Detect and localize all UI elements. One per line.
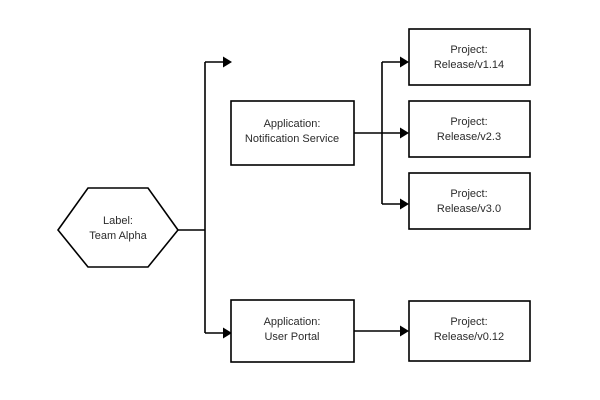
rect-shape[interactable] xyxy=(408,28,531,86)
node-team-alpha-line2: Team Alpha xyxy=(89,230,147,242)
node-project-release-v3-0[interactable]: Project: Release/v3.0 xyxy=(408,172,531,230)
rect-shape[interactable] xyxy=(408,100,531,158)
node-project-release-v1-14[interactable]: Project: Release/v1.14 xyxy=(408,28,531,86)
node-app-notification-service-line1: Application: xyxy=(264,118,321,130)
arrowhead-team-to-user-portal xyxy=(223,327,232,339)
node-project-release-v1-14-line1: Project: xyxy=(450,44,487,56)
node-project-release-v3-0-line1: Project: xyxy=(450,188,487,200)
node-project-release-v1-14-line2: Release/v1.14 xyxy=(434,59,504,71)
node-app-user-portal-line1: Application: xyxy=(264,316,321,328)
node-app-user-portal[interactable]: Application: User Portal xyxy=(230,299,355,363)
node-project-release-v2-3-line1: Project: xyxy=(450,116,487,128)
node-project-release-v0-12-line2: Release/v0.12 xyxy=(434,331,504,343)
node-project-release-v2-3[interactable]: Project: Release/v2.3 xyxy=(408,100,531,158)
node-app-user-portal-line2: User Portal xyxy=(264,331,319,343)
arrowhead-team-to-notification xyxy=(223,56,232,68)
node-team-alpha-line1: Label: xyxy=(103,215,133,227)
node-project-release-v3-0-line2: Release/v3.0 xyxy=(437,203,501,215)
node-project-release-v0-12[interactable]: Project: Release/v0.12 xyxy=(408,300,531,362)
rect-shape[interactable] xyxy=(408,172,531,230)
edge-group xyxy=(178,56,409,339)
rect-shape[interactable] xyxy=(230,100,355,166)
node-project-release-v2-3-line2: Release/v2.3 xyxy=(437,131,501,143)
hexagon-shape[interactable] xyxy=(56,187,180,268)
rect-shape[interactable] xyxy=(230,299,355,363)
node-team-alpha[interactable]: Label: Team Alpha xyxy=(56,187,180,268)
rect-shape[interactable] xyxy=(408,300,531,362)
arrowhead-notification-to-v30 xyxy=(400,198,409,210)
arrowhead-notification-to-v23 xyxy=(400,127,409,139)
node-project-release-v0-12-line1: Project: xyxy=(450,316,487,328)
node-app-notification-service-line2: Notification Service xyxy=(245,133,339,145)
arrowhead-notification-to-v114 xyxy=(400,56,409,68)
arrowhead-user-portal-to-v012 xyxy=(400,325,409,337)
node-app-notification-service[interactable]: Application: Notification Service xyxy=(230,100,355,166)
